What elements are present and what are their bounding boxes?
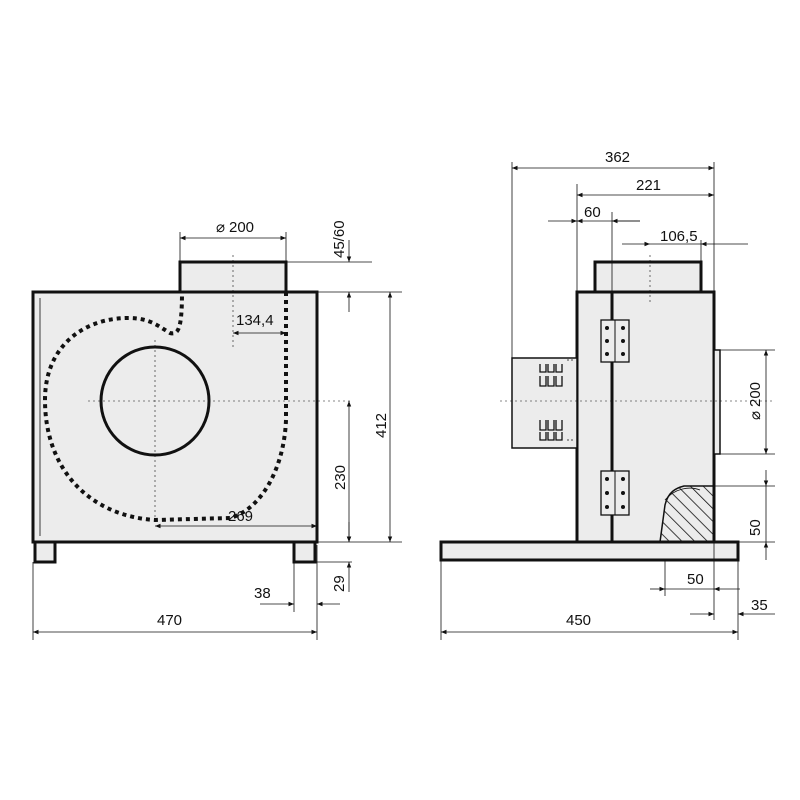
diameter-symbol: ⌀ [216, 219, 225, 236]
side-outlet-spigot [593, 260, 703, 294]
side-motor-block [511, 357, 578, 449]
dim-side-inlet-diameter: 200 [747, 382, 764, 407]
front-foot-right [292, 540, 317, 564]
motor-fins [539, 364, 563, 441]
dim-side-overall-depth: 362 [605, 149, 630, 166]
dim-side-hatch-width: 50 [687, 571, 704, 588]
dim-front-width: 470 [157, 612, 182, 629]
dim-front-foot-height: 29 [331, 575, 348, 592]
side-view: 362 221 60 106,5 ⌀ 200 50 50 [439, 149, 775, 640]
dim-front-inlet-offset: 269 [228, 508, 253, 525]
dim-side-depth-60: 60 [584, 204, 601, 221]
dim-side-base-width: 450 [566, 612, 591, 629]
dim-side-depth-106-5: 106,5 [660, 228, 698, 245]
dim-front-inlet-height: 230 [332, 465, 349, 490]
hinge-top [600, 319, 630, 363]
dim-side-hatch-height: 50 [747, 519, 764, 536]
front-view: ⌀ 200 45/60 134,4 412 230 269 29 38 [31, 219, 402, 640]
dim-side-depth-221: 221 [636, 177, 661, 194]
side-hatched-section [659, 485, 715, 543]
side-inlet-ring [713, 349, 721, 455]
dim-front-outlet-offset: 134,4 [236, 312, 274, 329]
dim-front-foot-width: 38 [254, 585, 271, 602]
dim-front-height: 412 [373, 413, 390, 438]
front-scroll-outline [42, 291, 288, 523]
dim-front-spigot-diameter: 200 [229, 219, 254, 236]
dim-front-spigot-height: 45/60 [331, 220, 348, 258]
hinge-bottom [600, 470, 630, 516]
dim-side-base-offset: 35 [751, 597, 768, 614]
side-diameter-symbol: ⌀ [747, 411, 764, 420]
side-base-plate [439, 540, 740, 562]
front-foot-left [33, 540, 57, 564]
